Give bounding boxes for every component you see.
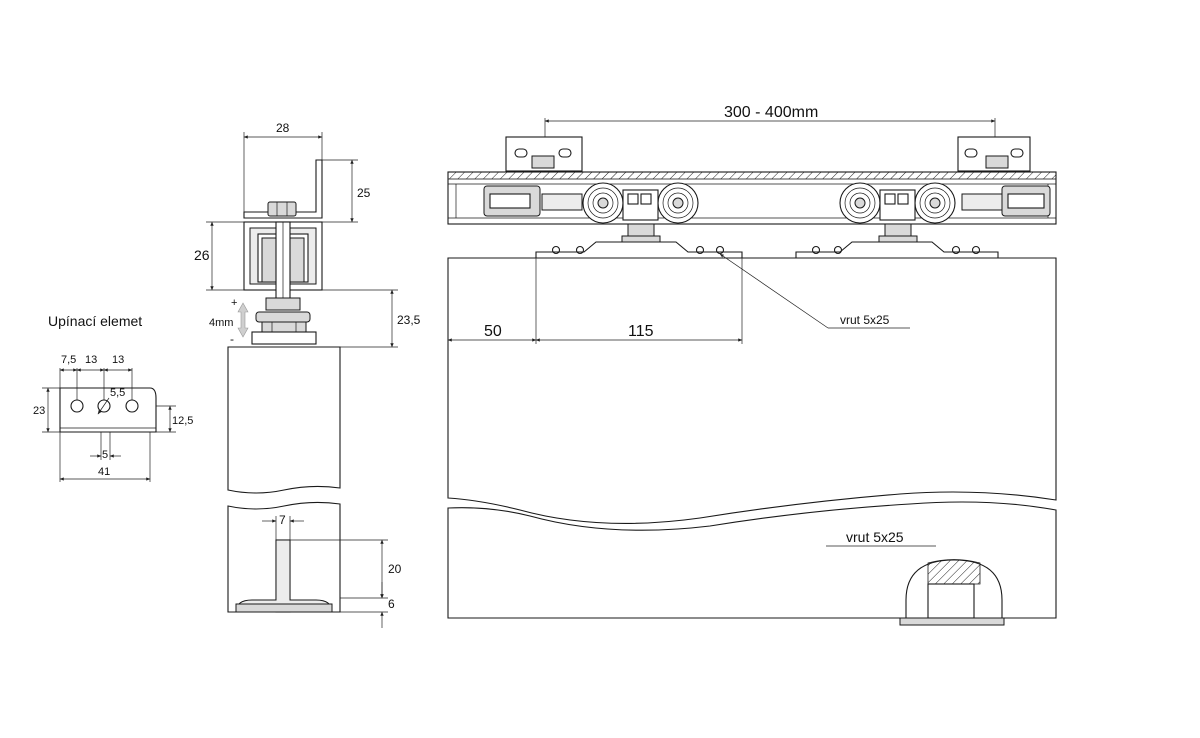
- dim-23-5: 23,5: [397, 313, 421, 327]
- clamp-element: Upínací elemet 7,5 13 13 5,5 23 12,5: [33, 313, 193, 482]
- screw-label-bottom: vrut 5x25: [846, 529, 904, 545]
- dim-7-5: 7,5: [61, 354, 76, 366]
- dim-50: 50: [484, 323, 502, 340]
- dim-41: 41: [98, 466, 110, 478]
- dim-5-5: 5,5: [110, 387, 125, 399]
- dim-13-b: 13: [112, 354, 124, 366]
- dim-28: 28: [276, 121, 290, 135]
- dim-20: 20: [388, 562, 402, 576]
- door-top: [447, 257, 1057, 524]
- dim-13-a: 13: [85, 354, 97, 366]
- door-section-top: [227, 346, 341, 494]
- dim-7: 7: [279, 513, 286, 527]
- left-carriage: [582, 182, 699, 245]
- dim-12-5: 12,5: [172, 415, 193, 427]
- dim-25: 25: [357, 186, 371, 200]
- right-carriage: [839, 182, 956, 245]
- adjust-plus: +: [231, 297, 237, 309]
- section-view: 28 25 26 + 4mm -: [194, 121, 421, 628]
- screw-label-top: vrut 5x25: [840, 313, 890, 327]
- clamp-title: Upínací elemet: [48, 313, 142, 329]
- adjust-label: 4mm: [209, 317, 233, 329]
- dim-23: 23: [33, 405, 45, 417]
- adjust-minus: -: [230, 332, 234, 346]
- floor-guide: [899, 559, 1005, 626]
- dim-115: 115: [628, 323, 654, 340]
- dim-5: 5: [102, 449, 108, 461]
- front-view: 300 - 400mm: [447, 104, 1057, 626]
- door-bottom: [447, 501, 1057, 619]
- dim-span: 300 - 400mm: [724, 104, 818, 121]
- dim-26: 26: [194, 247, 210, 263]
- dim-6: 6: [388, 597, 395, 611]
